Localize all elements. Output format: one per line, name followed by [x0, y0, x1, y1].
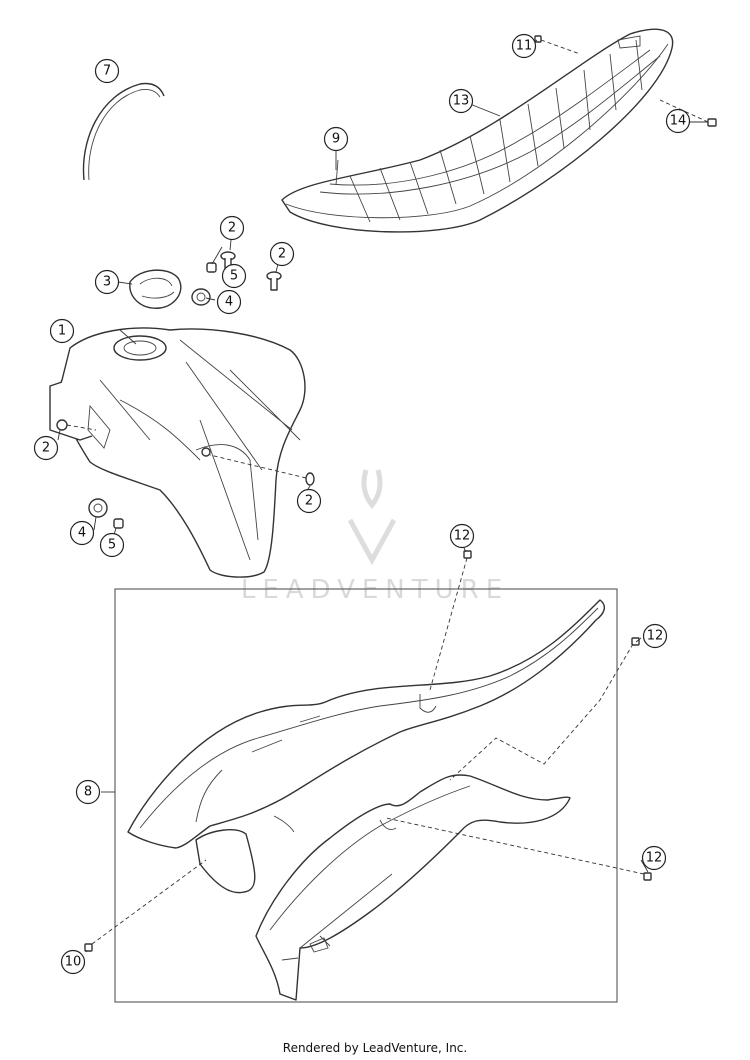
callout-12-a: 12	[449, 523, 475, 549]
svg-text:4: 4	[78, 526, 86, 541]
svg-text:12: 12	[646, 851, 663, 866]
callout-9: 9	[323, 126, 349, 152]
watermark-logo-icon	[347, 518, 397, 566]
fuel-cap	[129, 269, 182, 309]
seat-logo-icon	[617, 35, 641, 49]
svg-text:4: 4	[225, 295, 233, 310]
svg-text:2: 2	[278, 247, 286, 262]
svg-text:2: 2	[42, 441, 50, 456]
callout-4-b: 4	[69, 520, 95, 546]
spoiler-screw-bottom-left	[84, 859, 207, 952]
spoiler-screw-lower-right	[385, 817, 652, 881]
callout-8: 8	[75, 779, 101, 805]
watermark-text: LEADVENTURE	[241, 575, 509, 605]
nut-lower	[113, 518, 124, 529]
callout-1: 1	[49, 318, 75, 344]
svg-text:5: 5	[108, 538, 116, 553]
svg-text:3: 3	[103, 275, 111, 290]
callout-13: 13	[448, 88, 474, 114]
callout-10: 10	[60, 949, 86, 975]
callout-3: 3	[94, 269, 120, 295]
seat-screw-rear	[659, 99, 717, 127]
callout-5-a: 5	[221, 263, 247, 289]
callout-2-b: 2	[269, 241, 295, 267]
svg-text:13: 13	[453, 94, 470, 109]
callout-5-b: 5	[99, 532, 125, 558]
svg-text:12: 12	[454, 529, 471, 544]
screw-top-right	[266, 271, 282, 291]
left-spoiler	[127, 599, 606, 894]
callout-12-c: 12	[641, 845, 667, 871]
spoiler-logo-icon	[309, 937, 329, 953]
bushing-top	[191, 288, 211, 306]
spoiler-screw-top	[429, 550, 472, 691]
callout-7: 7	[94, 58, 120, 84]
svg-text:11: 11	[516, 39, 533, 54]
svg-text:7: 7	[103, 64, 111, 79]
callout-12-b: 12	[642, 623, 668, 649]
svg-text:1: 1	[58, 324, 66, 339]
callout-4-a: 4	[216, 289, 242, 315]
seat-screw-front	[534, 35, 581, 55]
svg-text:14: 14	[670, 114, 687, 129]
callout-2-c: 2	[33, 435, 59, 461]
callout-2-d: 2	[296, 488, 322, 514]
right-spoiler	[255, 774, 571, 1001]
footer-credit: Rendered by LeadVenture, Inc.	[282, 1041, 468, 1055]
screw-tank-left	[56, 419, 97, 431]
svg-text:12: 12	[647, 629, 664, 644]
vent-hose	[82, 82, 165, 181]
bushing-lower	[88, 498, 108, 518]
svg-text:9: 9	[332, 132, 340, 147]
svg-text:10: 10	[65, 955, 82, 970]
screw-tank-right	[209, 454, 315, 486]
svg-text:8: 8	[84, 785, 92, 800]
callout-2-a: 2	[219, 215, 245, 241]
nut-top	[206, 262, 217, 273]
callout-14: 14	[665, 108, 691, 134]
leadventure-watermark: LEADVENTURE	[241, 469, 509, 605]
callout-11: 11	[511, 33, 537, 59]
svg-text:2: 2	[228, 221, 236, 236]
seat	[281, 28, 674, 233]
spoiler-kit-frame	[114, 588, 618, 1003]
svg-text:2: 2	[305, 494, 313, 509]
spoiler-screw-right	[449, 637, 640, 781]
svg-text:5: 5	[230, 269, 238, 284]
fuel-tank	[49, 327, 306, 578]
